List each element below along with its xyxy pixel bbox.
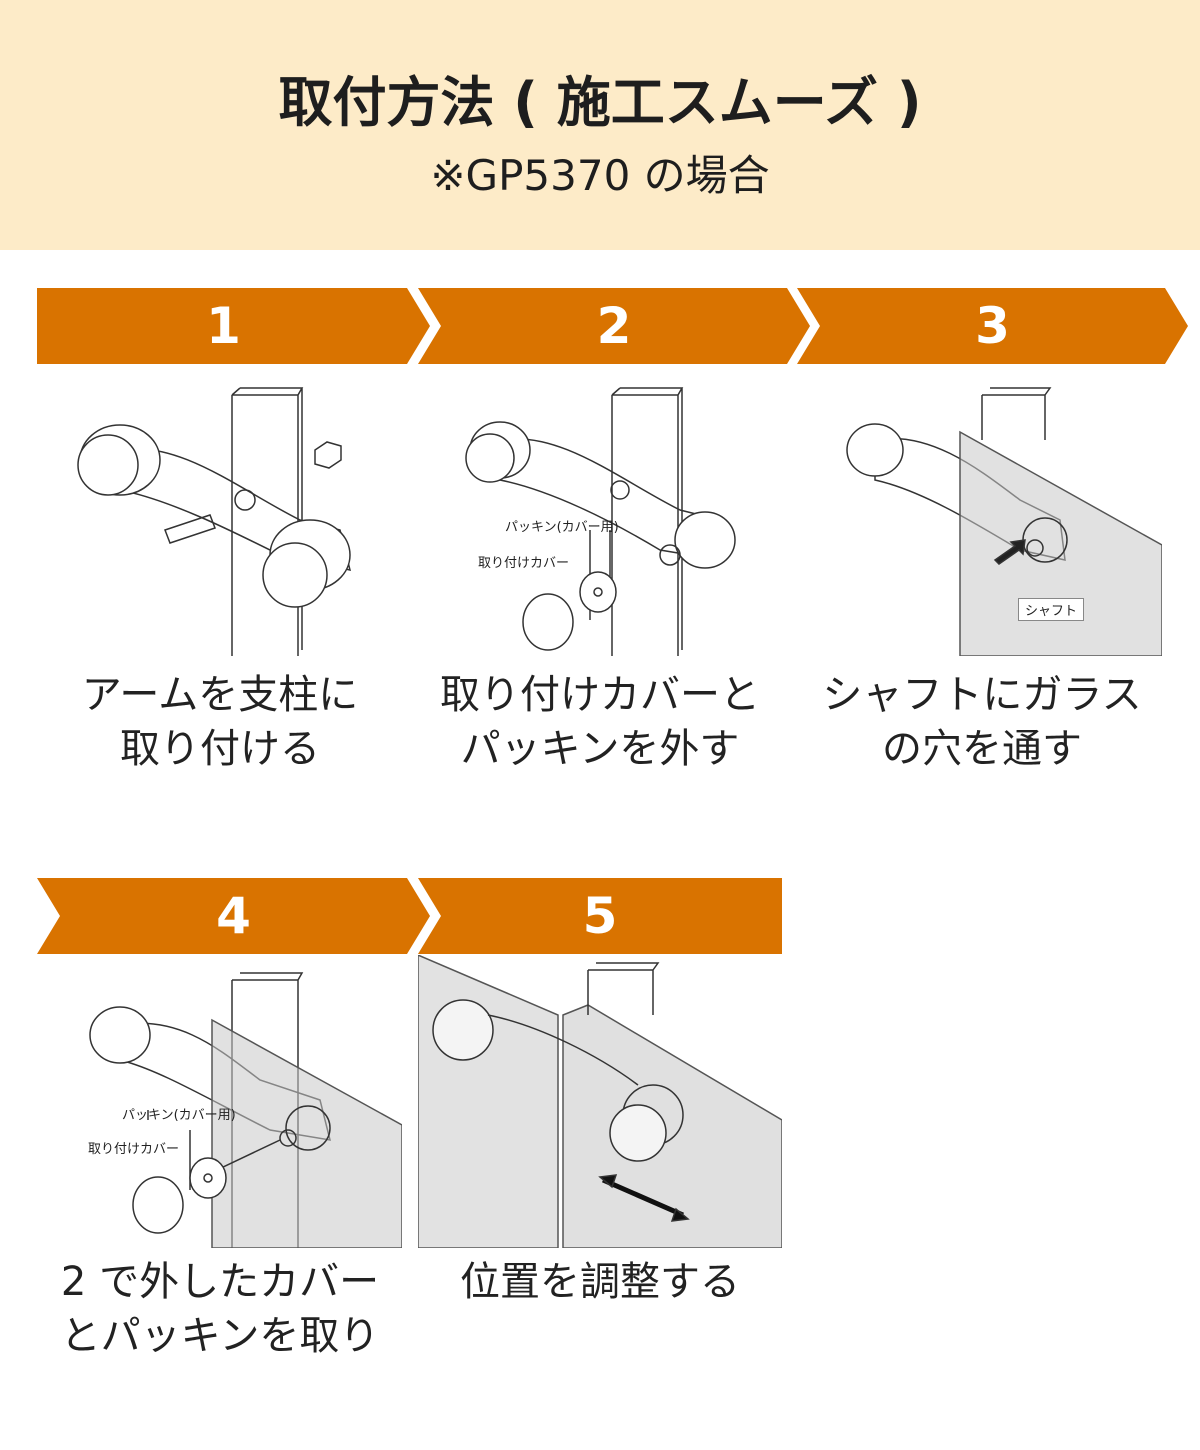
step-5-illustration (418, 955, 782, 1248)
label-cover: 取り付けカバー (88, 1142, 180, 1157)
step-1-band: 1 (37, 288, 430, 364)
page-subtitle: ※GP5370 の場合 (430, 151, 770, 200)
caption-line: シャフトにガラス (822, 672, 1142, 718)
header-banner: 取付方法 ( 施工スムーズ ) ※GP5370 の場合 (0, 0, 1200, 250)
step-3-illustration: シャフト (800, 380, 1162, 656)
caption-line: 取り付けカバーと (440, 672, 760, 718)
caption-line: とパッキンを取り (60, 1313, 380, 1359)
caption-line: 2 で外したカバー (60, 1259, 380, 1305)
step-2-caption: 取り付けカバーと パッキンを外す (400, 668, 800, 776)
label-packing: パッキン(カバー用) (505, 520, 619, 535)
step-4-caption: 2 で外したカバー とパッキンを取り (20, 1255, 420, 1363)
step-1-caption: アームを支柱に 取り付ける (20, 668, 420, 776)
step-3-band: 3 (797, 288, 1188, 364)
step-5-caption: 位置を調整する (400, 1255, 800, 1309)
step-2-illustration: パッキン(カバー用) 取り付けカバー (420, 380, 790, 656)
step-4-illustration: パッキン(カバー用) 取り付けカバー (40, 960, 402, 1248)
label-packing: パッキン(カバー用) (122, 1108, 236, 1123)
step-number: 4 (216, 887, 251, 945)
caption-line: パッキンを外す (460, 726, 740, 772)
step-number: 5 (582, 887, 618, 945)
step-1-illustration (40, 380, 410, 656)
step-5-band: 5 (418, 878, 782, 954)
caption-line: 取り付ける (120, 726, 320, 772)
label-cover: 取り付けカバー (478, 556, 570, 571)
caption-line: アームを支柱に (81, 672, 359, 718)
page-title: 取付方法 ( 施工スムーズ ) (278, 71, 922, 134)
step-number: 1 (206, 297, 241, 355)
caption-line: の穴を通す (882, 726, 1082, 772)
step-3-caption: シャフトにガラス の穴を通す (782, 668, 1182, 776)
step-2-band: 2 (418, 288, 810, 364)
step-number: 3 (975, 297, 1010, 355)
label-shaft: シャフト (1018, 598, 1085, 621)
caption-line: 位置を調整する (460, 1259, 740, 1305)
step-4-band: 4 (37, 878, 430, 954)
step-number: 2 (596, 297, 632, 355)
